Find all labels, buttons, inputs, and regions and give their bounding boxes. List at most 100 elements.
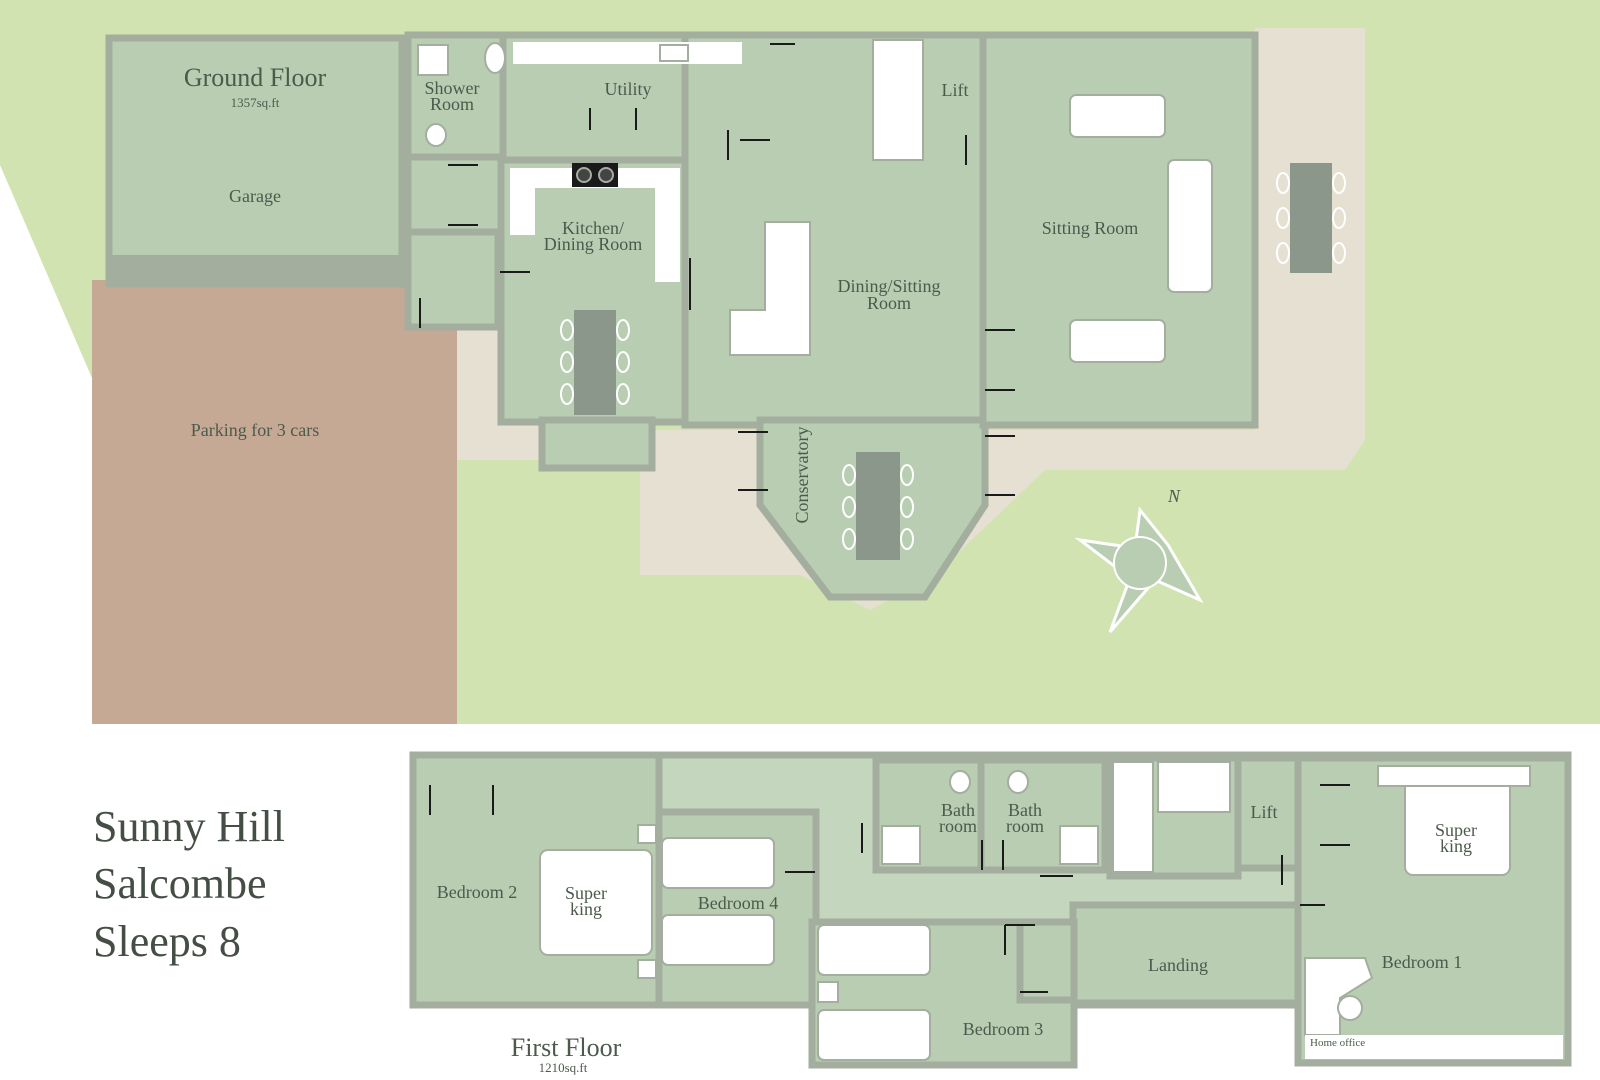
chair	[900, 528, 914, 550]
bed1-superking-label-1: Super	[1435, 820, 1477, 840]
bed3-single	[817, 924, 931, 976]
compass-centre	[1113, 536, 1167, 590]
garage-door-strip	[109, 255, 400, 284]
compass-north-label: N	[1167, 486, 1181, 506]
bed2-superking-label-2: king	[570, 899, 602, 919]
bed2-superking-label-1: Super	[565, 883, 607, 903]
shower-tray-2	[1059, 825, 1099, 865]
first-floor-area: 1210sq.ft	[539, 1060, 588, 1075]
door	[727, 130, 770, 160]
first-floor-building	[409, 751, 1572, 1069]
chair	[616, 319, 630, 341]
sofa-right	[1167, 159, 1213, 293]
toilet-1	[949, 770, 971, 794]
path-white	[0, 0, 92, 724]
first-floor-furniture	[539, 761, 1563, 1061]
chair	[1276, 242, 1290, 264]
ground-floor-furniture	[417, 39, 1332, 560]
chair	[900, 496, 914, 518]
chairs	[560, 172, 1346, 550]
conservatory-label: Conservatory	[792, 427, 812, 524]
chair	[1276, 172, 1290, 194]
kitchen-label-2: Dining Room	[544, 234, 643, 254]
toilet	[425, 123, 447, 147]
stairs-treads	[1112, 761, 1154, 873]
back-hall	[404, 153, 507, 236]
property-location: Salcombe	[93, 859, 267, 908]
bedroom3-label: Bedroom 3	[963, 1019, 1044, 1039]
first-floor-labels: Bedroom 2 Super king Bedroom 4 Bath room…	[437, 800, 1477, 1075]
bed2-nightstand	[637, 959, 657, 979]
bed1-superking-label-2: king	[1440, 836, 1472, 856]
dining-sitting-room	[681, 31, 987, 429]
lift-label-first: Lift	[1251, 802, 1278, 822]
bed4-single	[661, 837, 775, 889]
utility-sink	[659, 44, 689, 62]
bed4-single	[661, 914, 775, 966]
lift-label-ground: Lift	[942, 80, 969, 100]
lift-first	[1234, 754, 1302, 872]
sitting-label: Sitting Room	[1042, 218, 1139, 238]
wardrobe	[1016, 918, 1078, 1004]
door	[1320, 784, 1350, 846]
door	[1281, 855, 1325, 906]
shower-label-1: Shower	[425, 78, 480, 98]
parking-area	[92, 280, 457, 724]
door	[985, 329, 1015, 391]
chair	[842, 464, 856, 486]
door	[1004, 924, 1035, 955]
door	[429, 785, 494, 815]
bath1-label-2: room	[939, 816, 977, 836]
kitchen-label-1: Kitchen/	[562, 218, 624, 238]
door	[985, 435, 1015, 496]
bath2-label-1: Bath	[1008, 800, 1042, 820]
ground-floor-labels: Ground Floor 1357sq.ft Garage Parking fo…	[184, 63, 1138, 523]
bath2-label-2: room	[1006, 816, 1044, 836]
property-title-block: Sunny Hill Salcombe Sleeps 8	[93, 802, 285, 966]
home-office-label: Home office	[1310, 1037, 1365, 1049]
bed3-single	[817, 1009, 931, 1061]
sofa-bottom	[1069, 319, 1166, 363]
shower-tray-1	[881, 825, 921, 865]
office-chair	[1337, 995, 1363, 1021]
stairs-treads-2	[1157, 761, 1231, 813]
shower-label-2: Room	[430, 94, 474, 114]
conservatory-table	[856, 452, 900, 560]
sofa-top	[1069, 94, 1166, 138]
bedroom4-label: Bedroom 4	[698, 893, 779, 913]
garage-label: Garage	[229, 186, 281, 206]
ground-floor-area: 1357sq.ft	[231, 95, 280, 110]
office-counter	[1305, 1035, 1563, 1059]
chair	[842, 496, 856, 518]
dining-label-1: Dining/Sitting	[837, 276, 940, 296]
chair	[900, 464, 914, 486]
kitchen-table	[574, 310, 616, 415]
landing-label: Landing	[1148, 955, 1208, 975]
door	[589, 108, 637, 130]
corner-sofa	[729, 221, 811, 356]
bed2-nightstand	[637, 824, 657, 844]
chair	[616, 351, 630, 373]
ground-stairs	[872, 39, 924, 161]
chair	[560, 383, 574, 405]
door	[738, 431, 768, 491]
kitchen-bay	[538, 416, 656, 472]
bed3-nightstand	[817, 981, 839, 1003]
chair	[1276, 207, 1290, 229]
utility-counter	[513, 42, 742, 64]
bath1-label-1: Bath	[941, 800, 975, 820]
chair	[616, 383, 630, 405]
first-floor-doors	[429, 784, 1350, 993]
ground-doors	[419, 43, 1015, 496]
toilet-2	[1007, 770, 1029, 794]
door	[981, 840, 1004, 870]
landing-room	[1069, 901, 1302, 1007]
chair	[1332, 172, 1346, 194]
ground-floor-building	[105, 31, 1259, 601]
utility-label: Utility	[604, 79, 651, 99]
chair	[842, 528, 856, 550]
chair	[560, 319, 574, 341]
shower-tray	[417, 44, 449, 76]
garage-room	[105, 34, 406, 288]
